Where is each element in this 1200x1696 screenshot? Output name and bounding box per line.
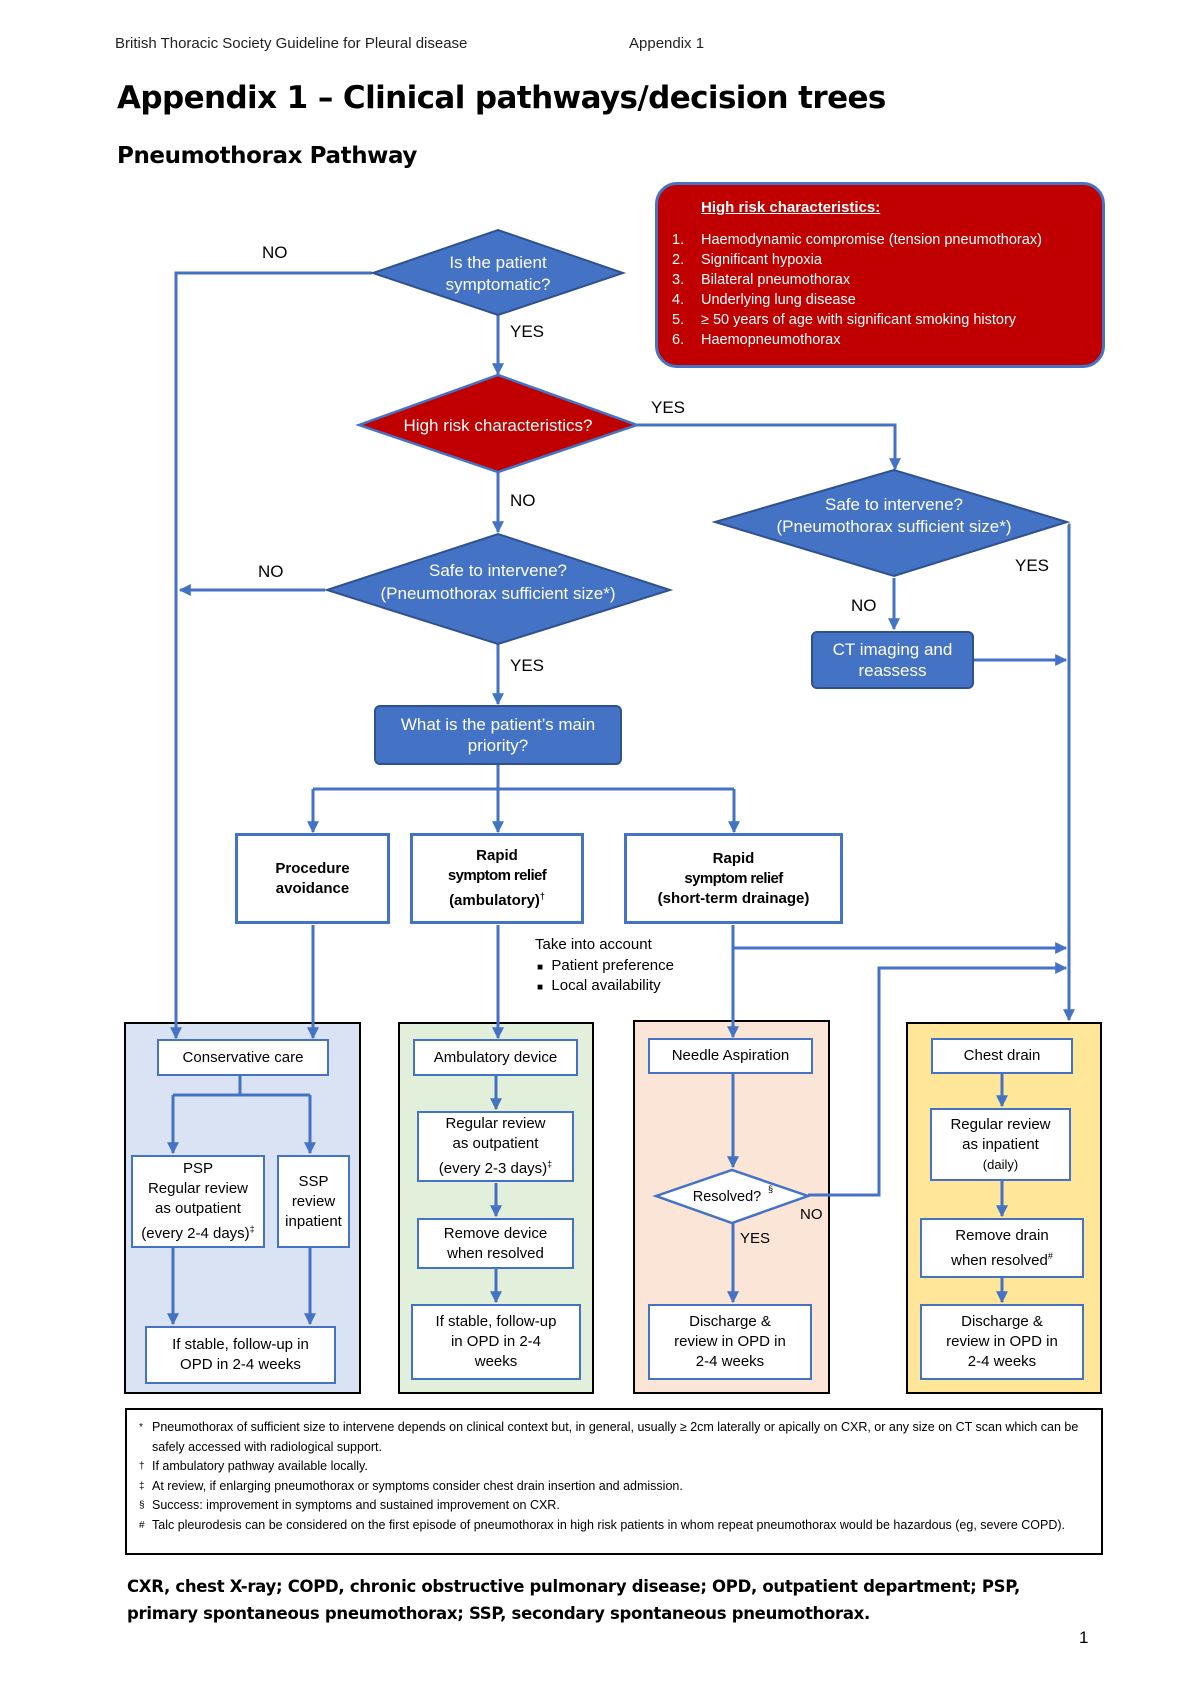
footnotes-box: *Pneumothorax of sufficient size to inte… [125, 1408, 1103, 1555]
high-risk-title: High risk characteristics: [701, 199, 881, 216]
label-yes-resolved: YES [740, 1230, 770, 1247]
safe-right-line2: (Pneumothorax sufficient size*) [777, 517, 1012, 536]
header-right: Appendix 1 [629, 35, 705, 52]
label-no-symptomatic: NO [262, 243, 288, 262]
high-risk-item: Bilateral pneumothorax [701, 272, 851, 288]
label-no-safe-left: NO [258, 562, 284, 581]
arrow-highrisk-yes [637, 423, 901, 471]
high-risk-box: High risk characteristics: 1.Haemodynami… [655, 182, 1105, 368]
conservative-care-node: Conservative care [157, 1039, 329, 1076]
page-number: 1 [1079, 1628, 1089, 1647]
high-risk-item: Haemodynamic compromise (tension pneumot… [701, 232, 1042, 248]
take-into-account: Take into account ■ Patient preference ■… [535, 936, 674, 994]
footnote: §Success: improvement in symptoms and su… [139, 1498, 560, 1513]
safe-left-line1: Safe to intervene? [429, 561, 567, 580]
footnote: †If ambulatory pathway available locally… [139, 1459, 368, 1474]
resolved-question: Resolved? [693, 1189, 762, 1205]
page-title: Appendix 1 – Clinical pathways/decision … [117, 80, 886, 116]
decision-resolved [652, 1168, 812, 1225]
high-risk-question: High risk characteristics? [404, 416, 593, 435]
decision-safe-right [711, 468, 1071, 578]
arrow-resolved-no [808, 962, 1068, 1197]
needle-aspiration-node: Needle Aspiration [648, 1038, 813, 1074]
label-yes-safe-right: YES [1015, 556, 1049, 575]
ambulatory-device-node: Ambulatory device [413, 1039, 578, 1076]
high-risk-item: Underlying lung disease [701, 292, 856, 308]
decision-high-risk [355, 373, 641, 474]
label-no-safe-right: NO [851, 596, 877, 615]
safe-right-line1: Safe to intervene? [825, 495, 963, 514]
label-no-resolved: NO [800, 1206, 823, 1223]
high-risk-item: Significant hypoxia [701, 252, 822, 268]
footnote: ‡At review, if enlarging pneumothorax or… [139, 1478, 683, 1493]
label-yes-highrisk: YES [651, 398, 685, 417]
decision-safe-left [323, 532, 674, 646]
decision-symptomatic [369, 228, 627, 317]
header-left: British Thoracic Society Guideline for P… [115, 35, 468, 52]
symptomatic-line1: Is the patient [449, 253, 547, 272]
account-item: Local availability [551, 977, 661, 994]
footnote: #Talc pleurodesis can be considered on t… [139, 1517, 1066, 1532]
account-item: Patient preference [551, 957, 674, 974]
high-risk-item: Haemopneumothorax [701, 332, 841, 348]
svg-text:Safe to intervene?(Pneumothora: Safe to intervene? (Pneumothorax sufficie… [777, 495, 1012, 536]
chest-drain-node: Chest drain [931, 1038, 1073, 1074]
footnote: *Pneumothorax of sufficient size to inte… [139, 1420, 1079, 1454]
label-yes-safe-left: YES [510, 656, 544, 675]
high-risk-item: ≥ 50 years of age with significant smoki… [701, 312, 1017, 328]
arrow-safe-right-yes [1063, 523, 1075, 1022]
label-no-highrisk: NO [510, 491, 536, 510]
high-risk-list: 1.Haemodynamic compromise (tension pneum… [672, 232, 1042, 348]
svg-text:Safe to intervene?(Pneumothora: Safe to intervene? (Pneumothorax sufficie… [381, 561, 616, 603]
arrow-symptomatic-no [170, 271, 372, 1040]
safe-left-line2: (Pneumothorax sufficient size*) [381, 584, 616, 603]
resolved-sup: § [768, 1184, 773, 1194]
take-into-account-title: Take into account [535, 936, 652, 953]
abbreviations: CXR, chest X-ray; COPD, chronic obstruct… [127, 1577, 1020, 1623]
page-subtitle: Pneumothorax Pathway [117, 143, 418, 169]
label-yes-symptomatic: YES [510, 322, 544, 341]
symptomatic-line2: symptomatic? [446, 275, 551, 294]
